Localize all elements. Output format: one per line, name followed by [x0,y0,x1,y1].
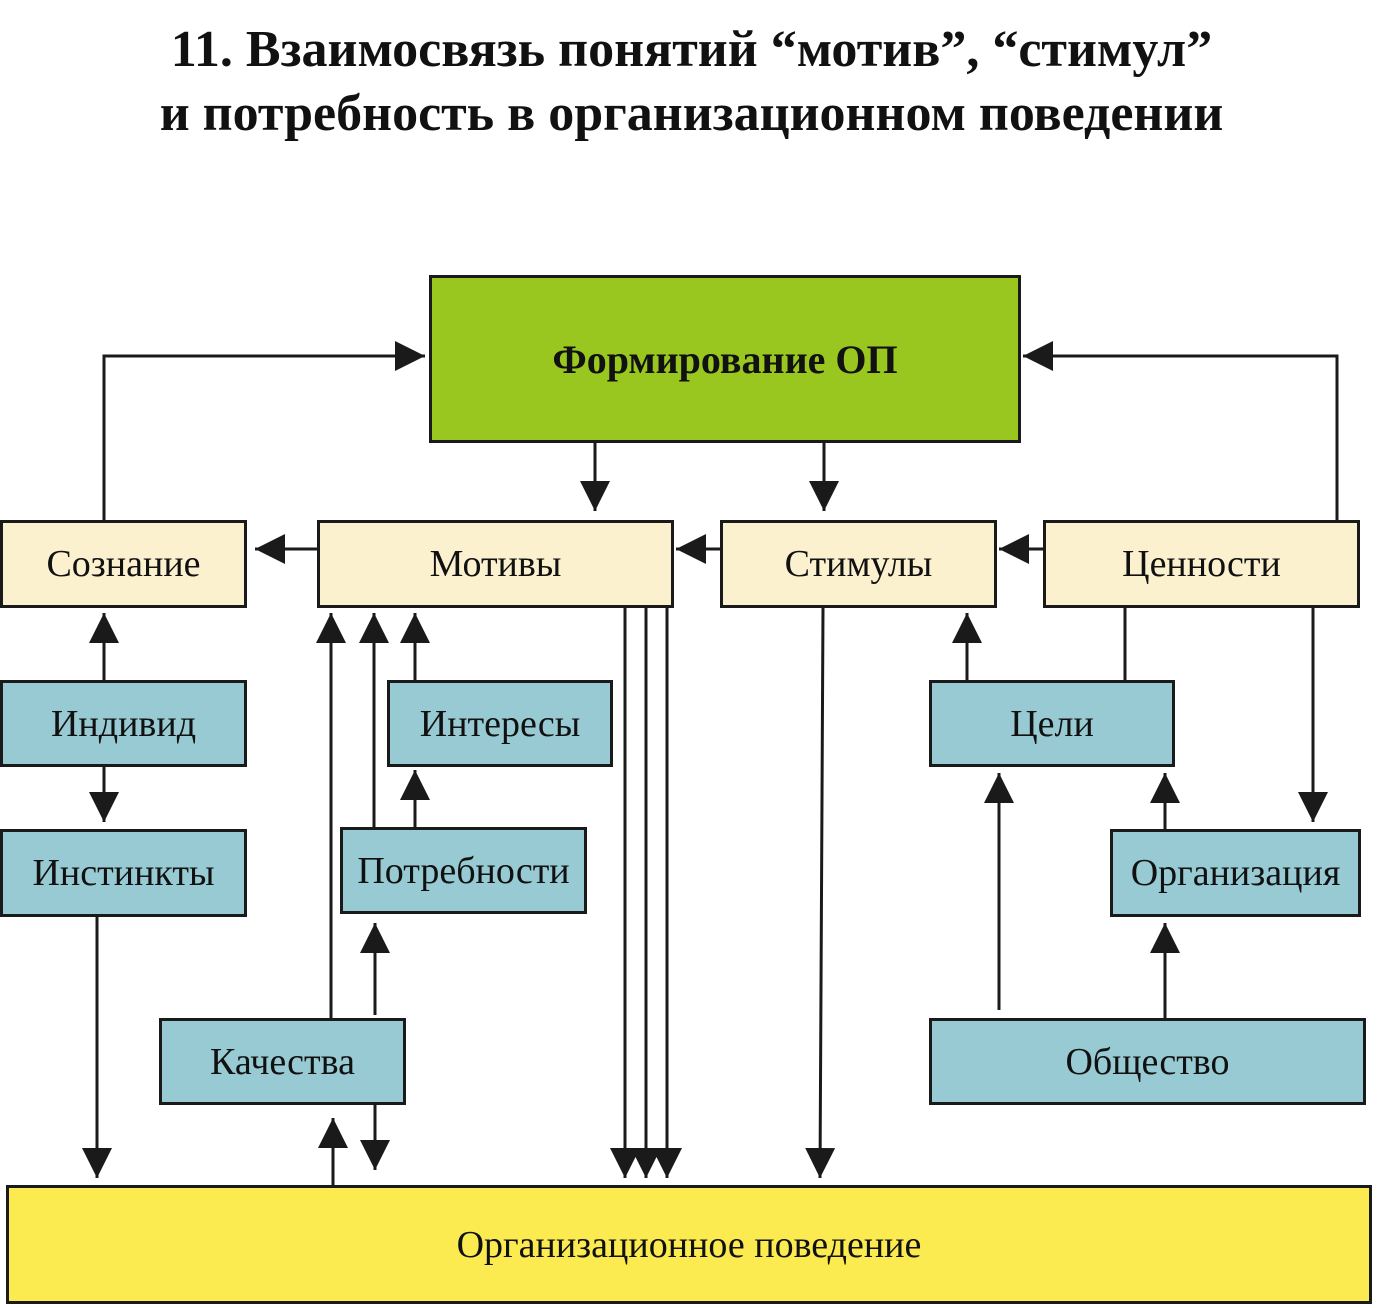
node-organizatsionnoe-povedenie: Организационное поведение [6,1185,1372,1304]
node-kachestva: Качества [159,1018,406,1105]
node-tseli-label: Цели [1010,702,1094,745]
node-tsennosti: Ценности [1043,520,1360,608]
node-interesy: Интересы [387,680,613,767]
node-stimuly-label: Стимулы [784,543,933,585]
node-interesy-label: Интересы [419,702,581,745]
node-individ-label: Индивид [50,702,197,745]
node-tseli: Цели [929,680,1175,767]
node-formirovanie-op: Формирование ОП [429,275,1021,443]
node-organizatsiya-label: Организация [1130,852,1341,894]
node-obshchestvo-label: Общество [1065,1040,1230,1083]
node-organizatsionnoe-povedenie-label: Организационное поведение [456,1223,922,1266]
arrow-stimuly-to-op [805,607,836,1179]
node-motivy: Мотивы [317,520,674,608]
node-formirovanie-op-label: Формирование ОП [552,336,898,382]
node-instinkty-label: Инстинкты [32,852,215,894]
node-individ: Индивид [0,680,247,767]
node-organizatsiya: Организация [1110,829,1361,917]
title-line-1: 11. Взаимосвязь понятий “мотив”, “стимул… [170,21,1213,78]
node-soznanie-label: Сознание [46,543,201,585]
node-instinkty: Инстинкты [0,829,247,917]
node-kachestva-label: Качества [210,1040,355,1083]
title-line-2: и потребность в организационном поведени… [159,85,1224,142]
arrow-tsennosti-to-formirovanie [1023,341,1339,520]
node-tsennosti-label: Ценности [1122,543,1281,585]
node-potrebnosti-label: Потребности [357,849,570,892]
node-potrebnosti: Потребности [340,827,587,914]
node-obshchestvo: Общество [929,1018,1366,1105]
page-title: 11. Взаимосвязь понятий “мотив”, “стимул… [0,18,1383,146]
node-motivy-label: Мотивы [429,543,562,585]
node-soznanie: Сознание [0,520,247,608]
node-stimuly: Стимулы [720,520,997,608]
arrow-soznanie-to-formirovanie [102,341,425,520]
